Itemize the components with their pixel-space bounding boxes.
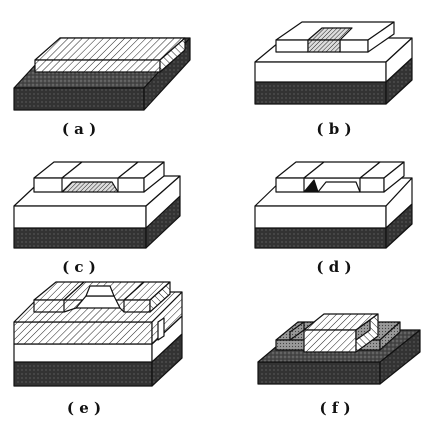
panel-b-diagram bbox=[254, 21, 413, 105]
slab-front bbox=[254, 61, 387, 83]
panel-f-caption: ( f ) bbox=[319, 399, 350, 417]
stripe-top bbox=[34, 37, 186, 61]
panel-a-diagram bbox=[13, 37, 191, 111]
core-front bbox=[303, 329, 357, 353]
substrate-front bbox=[13, 87, 145, 111]
panel-b-caption: ( b ) bbox=[316, 120, 351, 138]
trench bbox=[61, 181, 119, 193]
panel-a-caption: ( a ) bbox=[62, 120, 96, 138]
panel-e-diagram bbox=[13, 281, 183, 387]
panel-f-diagram bbox=[257, 313, 421, 385]
panel-d-diagram bbox=[254, 161, 413, 249]
slab-side bbox=[385, 37, 413, 83]
panel-c-diagram bbox=[13, 161, 181, 249]
panel-e-caption: ( e ) bbox=[67, 399, 101, 417]
stripe-front bbox=[34, 59, 161, 73]
stripe-side bbox=[159, 37, 186, 73]
panel-c-caption: ( c ) bbox=[62, 258, 96, 276]
wedge bbox=[303, 179, 319, 193]
panel-d-caption: ( d ) bbox=[316, 258, 351, 276]
